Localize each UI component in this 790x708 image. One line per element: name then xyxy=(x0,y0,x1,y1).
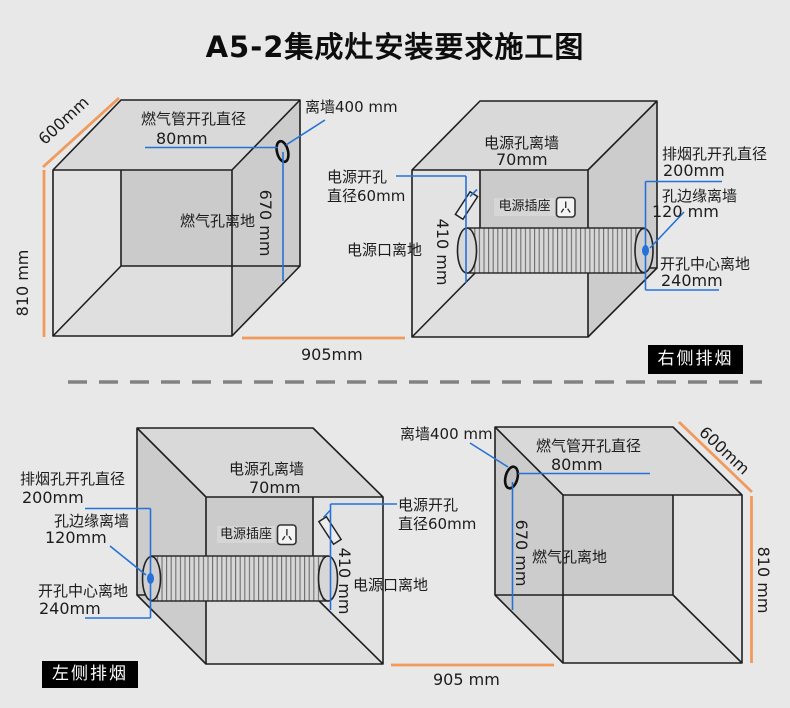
power-height-value: 410 mm xyxy=(433,218,453,286)
exhaust-title: 排烟孔开孔直径 xyxy=(662,145,768,163)
gas-pipe-hole xyxy=(503,465,520,490)
gas-hole-title: 燃气管开孔直径 xyxy=(141,110,247,128)
power-hole-wall-value: 70mm xyxy=(249,478,301,497)
exhaust-diameter: 200mm xyxy=(663,161,725,180)
duct-box-top-right-graphic xyxy=(396,100,722,338)
gas-hole-diameter: 80mm xyxy=(551,455,603,474)
duct-end-right xyxy=(317,555,339,602)
gas-box-bottom-right-graphic xyxy=(391,420,753,667)
power-ground-label: 电源口离地 xyxy=(353,576,429,594)
exhaust-diameter: 200mm xyxy=(22,488,84,507)
exhaust-duct xyxy=(150,555,329,602)
dim-width-905: 905mm xyxy=(301,345,363,364)
edge-wall-label: 孔边缘离墙 xyxy=(54,512,130,530)
gas-hole-floor-label: 燃气孔离地 xyxy=(180,212,256,230)
gas-box-top-left-graphic xyxy=(42,96,405,340)
dim-width-905: 905 mm xyxy=(433,670,500,689)
gas-hole-floor-label: 燃气孔离地 xyxy=(532,548,608,566)
duct-top-leader-lines xyxy=(396,175,722,291)
gas-hole-title: 燃气管开孔直径 xyxy=(536,437,642,455)
duct-bottom-leader-lines xyxy=(85,503,397,619)
power-hole-wall-label: 电源孔离墙 xyxy=(229,460,305,478)
dim-height-810: 810 mm xyxy=(754,546,774,614)
gas-wall-distance: 离墙400 mm xyxy=(305,98,398,116)
power-ground-label: 电源口离地 xyxy=(347,241,423,259)
power-open-diameter: 直径60mm xyxy=(398,515,477,533)
power-hole-wall-label: 电源孔离墙 xyxy=(484,134,560,152)
center-ground-label: 开孔中心离地 xyxy=(660,255,751,273)
duct-end-left xyxy=(456,227,478,274)
center-ground-value: 240mm xyxy=(39,599,101,618)
gas-top-dimension-lines xyxy=(42,96,405,340)
center-ground-label: 开孔中心离地 xyxy=(38,582,129,600)
power-socket-icon xyxy=(555,196,576,218)
page-title: A5-2集成灶安装要求施工图 xyxy=(205,30,585,64)
power-socket-icon xyxy=(276,524,297,546)
gas-wall-distance: 离墙400 mm xyxy=(400,425,493,443)
gas-bottom-leader-lines xyxy=(469,442,650,610)
exhaust-duct xyxy=(466,227,645,274)
gas-hole-floor-value: 670 mm xyxy=(256,189,276,257)
gas-bottom-dimension-lines xyxy=(391,420,753,667)
power-open-label: 电源开孔 xyxy=(398,496,459,514)
badge-left-exhaust: 左侧排烟 xyxy=(42,661,138,688)
edge-wall-value: 120 mm xyxy=(652,202,719,221)
gas-hole-diameter: 80mm xyxy=(156,129,208,148)
duct-box-bottom-left-graphic xyxy=(85,427,397,665)
dim-height-810: 810 mm xyxy=(12,249,32,317)
power-socket-label: 电源插座 xyxy=(494,198,555,216)
power-open-label: 电源开孔 xyxy=(327,168,388,186)
badge-right-exhaust: 右侧排烟 xyxy=(648,345,743,374)
edge-wall-value: 120mm xyxy=(45,528,107,547)
exhaust-title: 排烟孔开孔直径 xyxy=(20,470,126,488)
gas-top-leader-lines xyxy=(145,119,326,281)
power-open-diameter: 直径60mm xyxy=(327,187,406,205)
edge-wall-label: 孔边缘离墙 xyxy=(662,187,738,205)
power-hole-wall-value: 70mm xyxy=(496,150,548,169)
center-ground-value: 240mm xyxy=(661,271,723,290)
gas-hole-floor-value: 670 mm xyxy=(512,519,532,587)
power-socket-label: 电源插座 xyxy=(217,526,275,543)
gas-pipe-hole xyxy=(275,139,290,164)
power-height-value: 410 mm xyxy=(335,547,355,615)
